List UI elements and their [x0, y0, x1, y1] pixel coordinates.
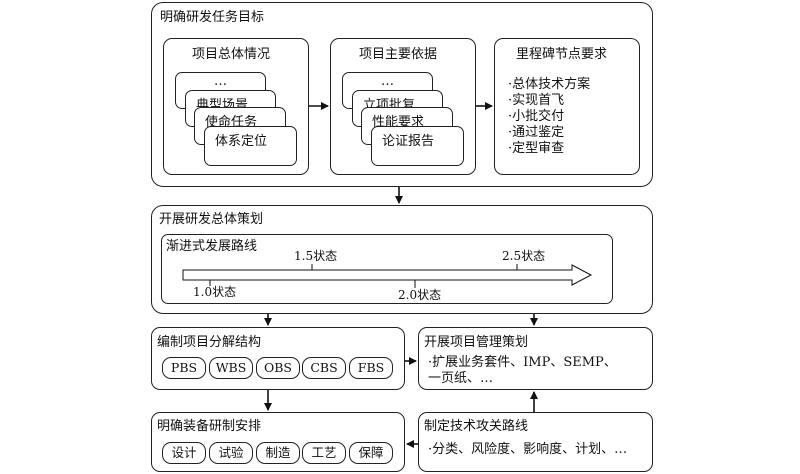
- breakdown-pill: CBS: [302, 357, 346, 379]
- breakdown-pill: PBS: [162, 357, 206, 379]
- milestone-item: ·定型审查: [508, 141, 565, 156]
- basis-card-report: 论证报告: [371, 126, 464, 166]
- techroute-line1: ·分类、风险度、影响度、计划、…: [428, 442, 628, 457]
- techroute-section: [418, 412, 653, 472]
- planning-title: 开展研发总体策划: [159, 212, 264, 227]
- milestones-panel: [494, 38, 640, 175]
- roadmap-title: 渐进式发展路线: [166, 239, 258, 254]
- milestone-item: ·通过鉴定: [508, 125, 565, 140]
- arrangement-pill: 设计: [162, 442, 206, 464]
- state-1-0: 1.0状态: [193, 285, 237, 299]
- breakdown-pill: OBS: [256, 357, 300, 379]
- overview-title: 项目总体情况: [192, 47, 271, 62]
- state-2-0: 2.0状态: [398, 288, 442, 302]
- management-line1: ·扩展业务套件、IMP、SEMP、: [428, 355, 617, 370]
- milestones-list: ·总体技术方案 ·实现首飞 ·小批交付 ·通过鉴定 ·定型审查: [508, 77, 590, 157]
- arrangement-pill: 工艺: [302, 442, 346, 464]
- overview-card-positioning: 体系定位: [204, 126, 297, 166]
- management-section: [418, 327, 653, 390]
- techroute-title: 制定技术攻关路线: [424, 419, 529, 434]
- arrangement-pill: 保障: [349, 442, 393, 464]
- milestone-item: ·实现首飞: [508, 93, 565, 108]
- breakdown-pill: FBS: [349, 357, 393, 379]
- arrangement-pill: 制造: [256, 442, 300, 464]
- milestones-title: 里程碑节点要求: [516, 47, 608, 62]
- management-line2: 一页纸、…: [428, 371, 494, 386]
- state-2-5: 2.5状态: [502, 249, 546, 263]
- breakdown-title: 编制项目分解结构: [157, 335, 262, 350]
- milestone-item: ·小批交付: [508, 109, 565, 124]
- goals-title: 明确研发任务目标: [160, 10, 265, 25]
- basis-title: 项目主要依据: [359, 47, 438, 62]
- arrangement-title: 明确装备研制安排: [157, 419, 262, 434]
- state-1-5: 1.5状态: [294, 249, 338, 263]
- arrangement-pill: 试验: [209, 442, 253, 464]
- breakdown-pill: WBS: [209, 357, 253, 379]
- management-title: 开展项目管理策划: [424, 335, 529, 350]
- milestone-item: ·总体技术方案: [508, 77, 591, 92]
